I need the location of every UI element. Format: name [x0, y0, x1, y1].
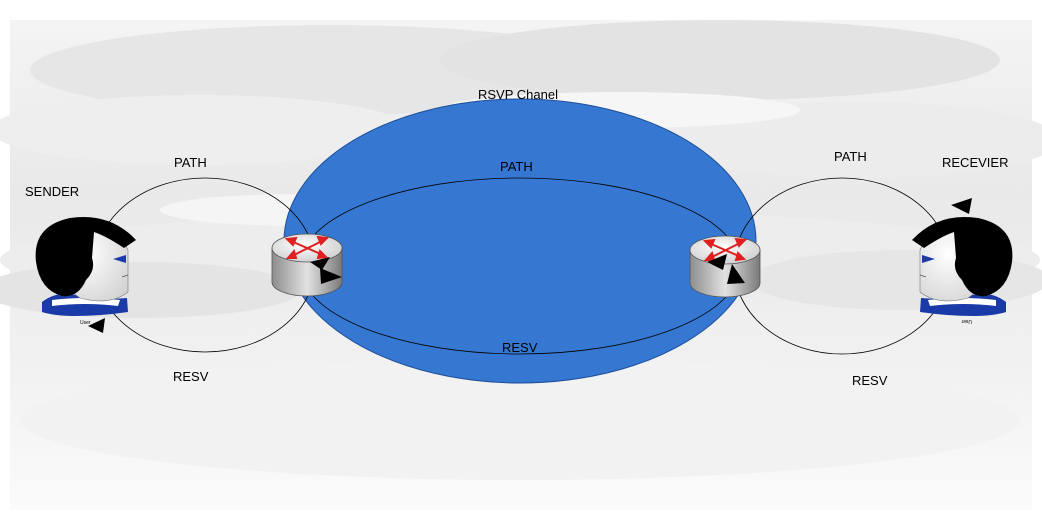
- resv-label-left: RESV: [173, 369, 209, 384]
- path-label-center: PATH: [500, 159, 533, 174]
- sender-label: SENDER: [25, 184, 79, 199]
- receiver-label: RECEVIER: [942, 155, 1008, 170]
- resv-label-center: RESV: [502, 340, 538, 355]
- router-icon: [689, 235, 761, 298]
- router-icon: [271, 233, 343, 297]
- user-label: User: [961, 318, 972, 324]
- user-icon: User: [35, 216, 136, 326]
- path-label-left: PATH: [174, 155, 207, 170]
- resv-label-right: RESV: [852, 373, 888, 388]
- channel-label: RSVP Chanel: [478, 87, 558, 102]
- path-label-right: PATH: [834, 149, 867, 164]
- arrowhead-icon: [88, 198, 972, 333]
- user-icon: User: [912, 216, 1013, 324]
- user-label: User: [80, 320, 91, 326]
